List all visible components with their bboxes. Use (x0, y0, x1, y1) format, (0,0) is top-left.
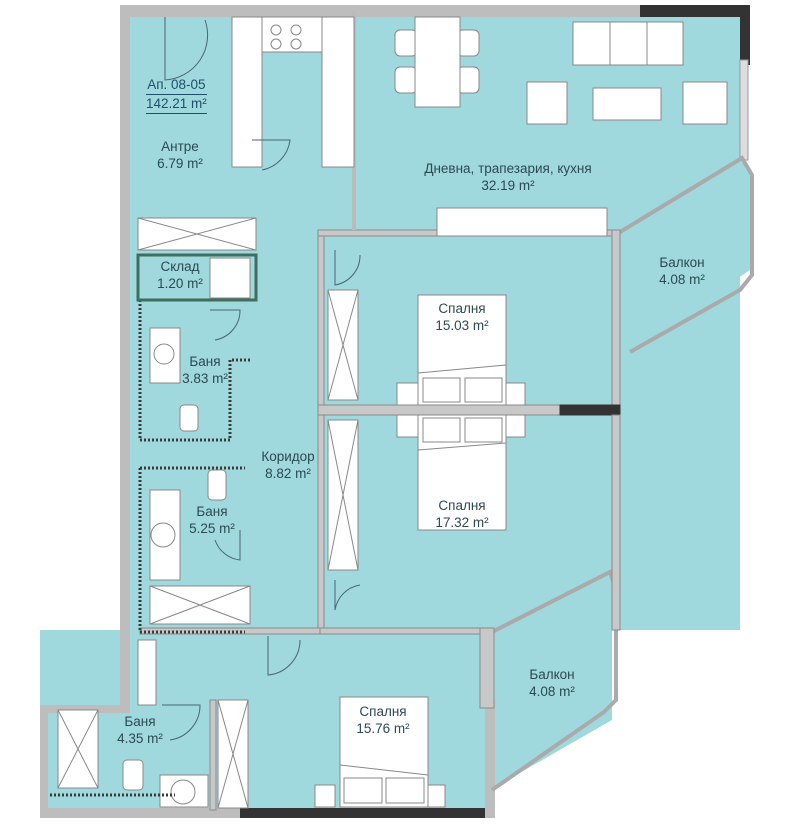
doors (162, 17, 361, 741)
apartment-code: Ап. 08-05 (146, 76, 207, 95)
room-label-storage: Склад 1.20 m² (157, 259, 203, 291)
room-label-bedroom-2: Спалня 17.32 m² (435, 498, 489, 530)
room-label-bath-1: Баня 3.83 m² (182, 354, 228, 386)
room-label-corridor: Коридор 8.82 m² (261, 449, 315, 481)
room-label-balcony-1: Балкон 4.08 m² (659, 255, 705, 287)
kitchen-counter (231, 16, 355, 168)
room-label-balcony-2: Балкон 4.08 m² (529, 667, 575, 699)
storage-walls (136, 253, 258, 302)
apartment-label: Ап. 08-05 142.21 m² (146, 76, 207, 114)
dining-set (394, 16, 480, 108)
beds (314, 294, 526, 808)
bathroom-walls (50, 300, 250, 797)
bathroom-fixtures (57, 257, 251, 808)
exterior-walls (40, 5, 750, 818)
room-label-bedroom-3: Спалня 15.76 m² (356, 704, 410, 736)
balcony-railings (490, 155, 754, 792)
room-label-bath-2: Баня 5.25 m² (189, 504, 235, 536)
closets (137, 217, 359, 809)
apartment-total-area: 142.21 m² (146, 95, 207, 114)
living-furniture (436, 21, 728, 237)
room-label-living: Дневна, трапезария, кухня 32.19 m² (424, 161, 592, 193)
room-label-entrance: Антре 6.79 m² (157, 139, 203, 171)
room-label-bedroom-1: Спалня 15.03 m² (435, 301, 489, 333)
room-label-bath-3: Баня 4.35 m² (117, 714, 163, 746)
